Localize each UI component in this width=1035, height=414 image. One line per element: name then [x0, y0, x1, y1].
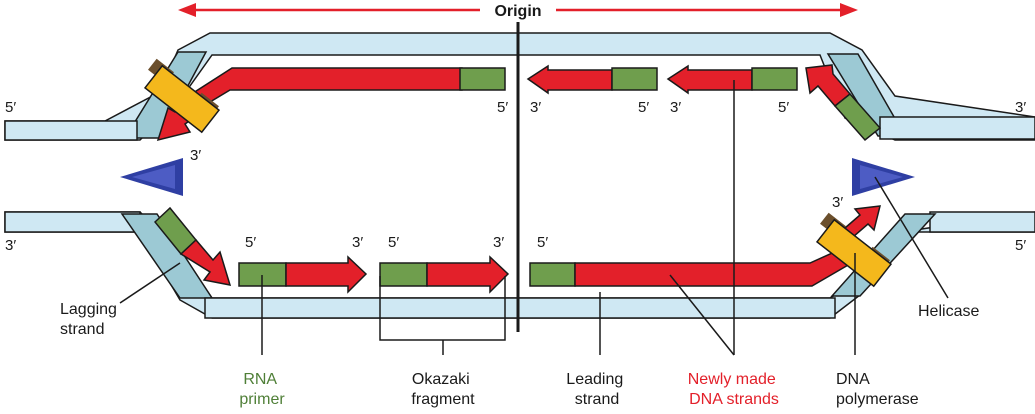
- rna-primer-label: RNA primer: [239, 371, 285, 408]
- origin-arrow: [178, 3, 858, 17]
- prime-top-lead-start: 5′: [497, 99, 508, 116]
- bottom-okazaki-2: [379, 255, 510, 294]
- prime-top-frag1-end: 3′: [530, 99, 541, 116]
- prime-top-frag1-start: 5′: [638, 99, 649, 116]
- bottom-leading-strand: [529, 205, 881, 287]
- prime-okazaki2-start: 5′: [388, 234, 399, 251]
- okazaki-fragment-label: Okazaki fragment: [411, 371, 475, 408]
- helicase-left-icon: [120, 158, 183, 196]
- helicase-label: Helicase: [918, 303, 979, 320]
- dna-polymerase-label: DNA polymerase: [836, 371, 919, 408]
- prime-top-left: 5′: [5, 99, 16, 116]
- top-template-strand: [4, 32, 1035, 141]
- prime-okazaki1-end: 3′: [352, 234, 363, 251]
- leading-strand-label: Leading strand: [566, 371, 627, 408]
- prime-bottom-right: 5′: [1015, 237, 1026, 254]
- pointer-lines: [119, 80, 949, 356]
- top-fragment-1: [526, 64, 658, 95]
- prime-top-right: 3′: [1015, 99, 1026, 116]
- prime-bottom-lead-start: 5′: [537, 234, 548, 251]
- polymerase-left: [143, 58, 221, 134]
- newly-made-dna-label: Newly made DNA strands: [688, 371, 780, 408]
- bottom-fragment-left: [153, 206, 232, 286]
- prime-okazaki2-end: 3′: [493, 234, 504, 251]
- prime-bottom-lead-end: 3′: [832, 194, 843, 211]
- prime-top-frag2-start: 5′: [778, 99, 789, 116]
- lagging-strand-label: Lagging strand: [60, 301, 121, 338]
- prime-bottom-left: 3′: [5, 237, 16, 254]
- prime-okazaki1-start: 5′: [245, 234, 256, 251]
- origin-label: Origin: [494, 3, 541, 20]
- helicase-right-icon: [852, 158, 915, 196]
- top-fragment-3: [805, 64, 882, 142]
- top-fragment-2: [666, 64, 798, 95]
- prime-top-frag2-end: 3′: [670, 99, 681, 116]
- prime-top-lead-end: 3′: [190, 147, 201, 164]
- polymerase-right: [815, 212, 893, 288]
- bottom-okazaki-1: [238, 255, 368, 294]
